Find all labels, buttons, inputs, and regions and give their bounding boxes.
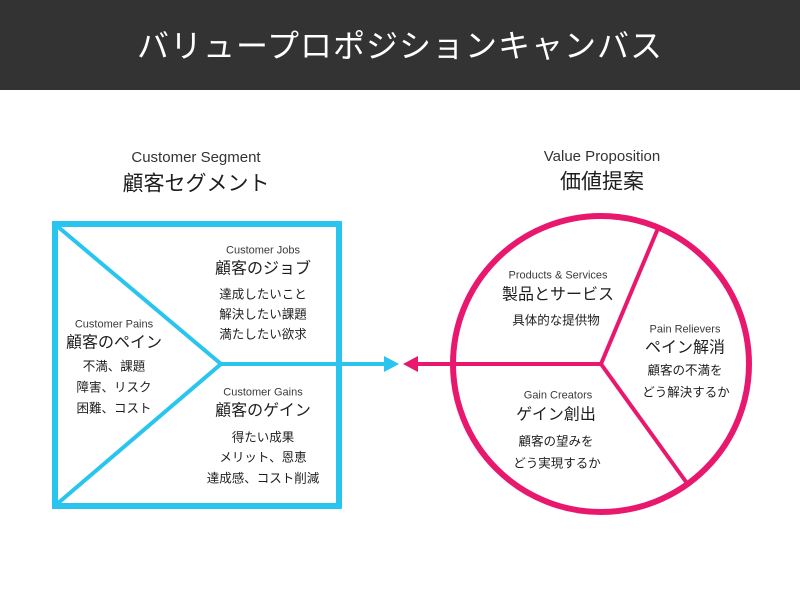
- products-pain-relievers-divider: [599, 225, 661, 365]
- customer-gains-item: 得たい成果: [231, 429, 295, 445]
- customer-gains-label-en: Customer Gains: [223, 386, 303, 399]
- customer-jobs-item: 満たしたい欲求: [219, 326, 307, 342]
- gain-creators-item: 顧客の望みを: [518, 433, 594, 449]
- pain-relievers-item: 顧客の不満を: [647, 362, 723, 378]
- customer-jobs-label-en: Customer Jobs: [226, 244, 300, 257]
- customer-gains-item: 達成感、コスト削減: [206, 470, 320, 486]
- products-services-item: 具体的な提供物: [512, 312, 600, 328]
- customer-pains-item: 困難、コスト: [76, 400, 152, 416]
- customer-pains-item: 不満、課題: [82, 358, 146, 374]
- value-proposition-label-en: Value Proposition: [543, 148, 661, 165]
- customer-jobs-label-ja: 顧客のジョブ: [214, 258, 312, 278]
- products-services-label-ja: 製品とサービス: [501, 284, 615, 304]
- pain-relievers-gain-creators-divider: [599, 362, 691, 488]
- gain-creators-label-ja: ゲイン創出: [516, 404, 596, 424]
- customer-segment-label-en: Customer Segment: [131, 149, 261, 166]
- customer-gains-label-ja: 顧客のゲイン: [215, 400, 311, 420]
- value-proposition-arrow-head: [403, 356, 418, 372]
- gain-creators-label-en: Gain Creators: [523, 389, 593, 402]
- customer-gains-item: メリット、恩恵: [219, 449, 307, 465]
- customer-jobs-item: 解決したい課題: [219, 306, 307, 322]
- customer-segment-arrow-head: [384, 356, 399, 372]
- pains-top-divider: [55, 224, 223, 366]
- customer-pains-item: 障害、リスク: [76, 379, 152, 395]
- pain-relievers-label-ja: ペイン解消: [644, 337, 726, 357]
- value-proposition-label-ja: 価値提案: [560, 169, 644, 194]
- header-bar: バリュープロポジションキャンバス: [0, 0, 800, 90]
- gain-creators-item: どう実現するか: [513, 455, 601, 471]
- customer-pains-label-en: Customer Pains: [74, 318, 154, 331]
- customer-segment-label-ja: 顧客セグメント: [122, 171, 270, 196]
- pain-relievers-item: どう解決するか: [642, 384, 730, 400]
- customer-pains-label-ja: 顧客のペイン: [65, 332, 163, 352]
- pain-relievers-label-en: Pain Relievers: [649, 323, 721, 336]
- page-title: バリュープロポジションキャンバス: [136, 27, 664, 65]
- pains-bottom-divider: [55, 362, 223, 506]
- customer-jobs-item: 達成したいこと: [219, 286, 307, 302]
- products-services-label-en: Products & Services: [508, 269, 608, 282]
